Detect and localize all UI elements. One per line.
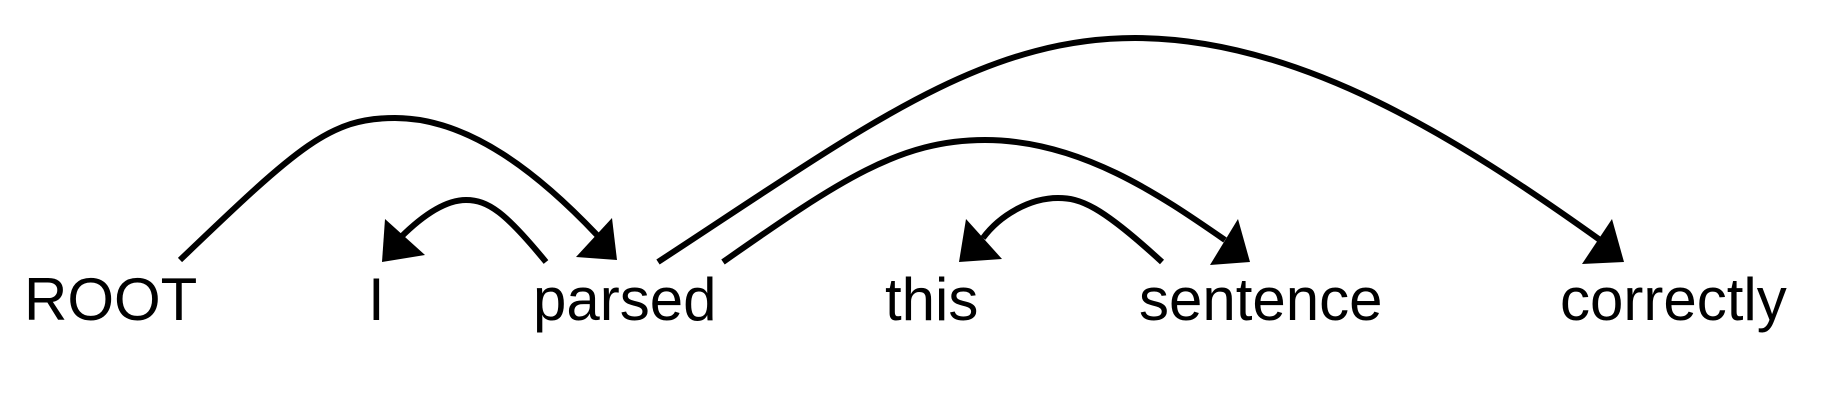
- word-i: I: [368, 266, 385, 333]
- word-root: ROOT: [24, 266, 198, 333]
- arc-root-to-parsed-line: [177, 114, 600, 263]
- arc-root-to-parsed-arrowhead: [576, 218, 617, 260]
- arc-parsed-to-sentence: [721, 136, 1250, 265]
- arc-root-to-parsed: [177, 114, 617, 263]
- arc-parsed-to-correctly: [656, 34, 1624, 265]
- arc-sentence-to-this-line: [980, 194, 1165, 265]
- arc-sentence-to-this-arrowhead: [959, 219, 1002, 262]
- arc-parsed-to-correctly-arrowhead: [1582, 219, 1624, 264]
- word-sentence: sentence: [1139, 266, 1383, 333]
- word-correctly: correctly: [1560, 266, 1787, 333]
- word-parsed: parsed: [533, 266, 717, 333]
- arc-parsed-to-sentence-line: [721, 136, 1227, 265]
- arc-sentence-to-this: [959, 194, 1165, 265]
- arc-parsed-to-correctly-line: [656, 34, 1602, 265]
- arc-parsed-to-sentence-arrowhead: [1210, 219, 1250, 265]
- arc-parsed-to-i-arrowhead: [382, 219, 425, 262]
- arc-parsed-to-i: [382, 196, 549, 264]
- word-this: this: [885, 266, 979, 333]
- arc-parsed-to-i-line: [397, 196, 549, 264]
